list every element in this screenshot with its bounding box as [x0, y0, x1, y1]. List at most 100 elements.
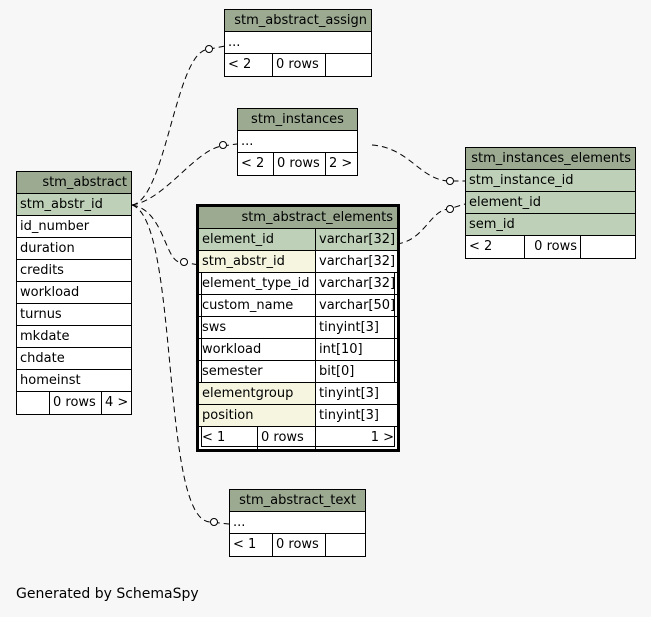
column-name: duration — [20, 241, 75, 256]
column-row[interactable]: mkdate — [17, 326, 131, 348]
column-row[interactable]: position tinyint[3] — [199, 405, 397, 427]
relationship-line — [396, 203, 466, 245]
column-name: element_id — [202, 232, 274, 247]
column-row[interactable]: sem_id — [466, 214, 635, 236]
column-row[interactable]: credits — [17, 260, 131, 282]
column-type: varchar[50] — [315, 295, 397, 316]
column-type: tinyint[3] — [315, 317, 397, 338]
column-row[interactable]: chdate — [17, 348, 131, 370]
column-row: ... — [225, 32, 371, 54]
column-name: element_id — [469, 195, 541, 210]
parents-count[interactable]: < 1 — [202, 430, 226, 445]
column-row[interactable]: homeinst — [17, 370, 131, 392]
column-type: varchar[32] — [315, 251, 397, 272]
relationship-line — [131, 45, 226, 206]
column-row[interactable]: element_id varchar[32] — [199, 229, 397, 251]
column-name: element_type_id — [202, 276, 310, 291]
table-stm-abstract[interactable]: stm_abstract stm_abstr_id id_number dura… — [16, 171, 132, 415]
relationship-end-circle — [446, 177, 454, 185]
column-ellipsis: ... — [228, 35, 241, 50]
row-count: 0 rows — [273, 153, 325, 175]
table-title[interactable]: stm_abstract_text — [230, 490, 365, 512]
table-stm-instances[interactable]: stm_instances ... < 2 0 rows 2 > — [237, 108, 358, 176]
column-name: homeinst — [20, 373, 81, 388]
column-row: ... — [230, 512, 365, 534]
parents-count — [17, 392, 49, 414]
table-title[interactable]: stm_abstract_assign — [225, 10, 371, 32]
column-type: tinyint[3] — [315, 383, 397, 404]
column-name: workload — [20, 285, 80, 300]
column-name: stm_abstr_id — [202, 254, 285, 269]
column-row[interactable]: semester bit[0] — [199, 361, 397, 383]
table-footer: < 2 0 rows 2 > — [238, 153, 357, 175]
column-ellipsis: ... — [233, 515, 246, 530]
table-footer: < 1 0 rows 1 > — [199, 427, 397, 449]
relationship-end-circle — [210, 518, 218, 526]
column-name: credits — [20, 263, 64, 278]
relationship-end-circle — [219, 141, 227, 149]
column-name: stm_instance_id — [469, 173, 574, 188]
relationship-line — [131, 143, 238, 206]
column-row[interactable]: element_type_id varchar[32] — [199, 273, 397, 295]
column-name: elementgroup — [202, 386, 294, 401]
table-footer: < 2 0 rows — [466, 236, 635, 258]
column-row[interactable]: stm_instance_id — [466, 170, 635, 192]
table-title[interactable]: stm_instances_elements — [466, 148, 635, 170]
parents-count[interactable]: < 2 — [228, 57, 252, 72]
row-count: 0 rows — [524, 236, 580, 258]
parents-count[interactable]: < 2 — [469, 239, 493, 254]
children-count[interactable]: 2 > — [325, 153, 357, 175]
table-title[interactable]: stm_abstract — [17, 172, 131, 194]
table-stm-abstract-elements[interactable]: stm_abstract_elements element_id varchar… — [196, 204, 400, 452]
column-name: stm_abstr_id — [20, 197, 103, 212]
row-count: 0 rows — [49, 392, 101, 414]
children-count[interactable]: 1 > — [315, 427, 397, 449]
column-name: sws — [202, 320, 227, 335]
children-count[interactable]: 4 > — [101, 392, 131, 414]
column-row[interactable]: stm_abstr_id varchar[32] — [199, 251, 397, 273]
column-row[interactable]: turnus — [17, 304, 131, 326]
column-type: bit[0] — [315, 361, 397, 382]
relationship-line — [131, 204, 200, 266]
table-stm-instances-elements[interactable]: stm_instances_elements stm_instance_id e… — [465, 147, 636, 259]
column-name: id_number — [20, 219, 90, 234]
column-row[interactable]: workload int[10] — [199, 339, 397, 361]
column-name: workload — [202, 342, 262, 357]
children-count — [325, 54, 371, 76]
table-stm-abstract-assign[interactable]: stm_abstract_assign ... < 2 0 rows — [224, 9, 372, 77]
table-footer: 0 rows 4 > — [17, 392, 131, 414]
column-name: turnus — [20, 307, 62, 322]
column-name: chdate — [20, 351, 65, 366]
column-row[interactable]: sws tinyint[3] — [199, 317, 397, 339]
column-row[interactable]: id_number — [17, 216, 131, 238]
relationship-end-circle — [446, 205, 454, 213]
column-type: varchar[32] — [315, 273, 397, 294]
column-row[interactable]: elementgroup tinyint[3] — [199, 383, 397, 405]
column-row[interactable]: element_id — [466, 192, 635, 214]
column-type: tinyint[3] — [315, 405, 397, 426]
column-row[interactable]: stm_abstr_id — [17, 194, 131, 216]
row-count: 0 rows — [272, 534, 325, 556]
relationship-line — [371, 144, 465, 182]
table-footer: < 1 0 rows — [230, 534, 365, 556]
table-footer: < 2 0 rows — [225, 54, 371, 76]
row-count: 0 rows — [272, 54, 325, 76]
column-name: custom_name — [202, 298, 294, 313]
table-title[interactable]: stm_abstract_elements — [199, 207, 397, 229]
column-name: semester — [202, 364, 263, 379]
column-row: ... — [238, 131, 357, 153]
column-row[interactable]: workload — [17, 282, 131, 304]
parents-count[interactable]: < 2 — [241, 156, 265, 171]
table-stm-abstract-text[interactable]: stm_abstract_text ... < 1 0 rows — [229, 489, 366, 557]
relationship-end-circle — [205, 45, 213, 53]
column-name: position — [202, 408, 254, 423]
children-count — [580, 236, 635, 258]
row-count: 0 rows — [257, 427, 315, 449]
column-name: mkdate — [20, 329, 70, 344]
parents-count[interactable]: < 1 — [233, 537, 257, 552]
column-row[interactable]: duration — [17, 238, 131, 260]
relationship-end-circle — [180, 258, 188, 266]
column-row[interactable]: custom_name varchar[50] — [199, 295, 397, 317]
table-title[interactable]: stm_instances — [238, 109, 357, 131]
